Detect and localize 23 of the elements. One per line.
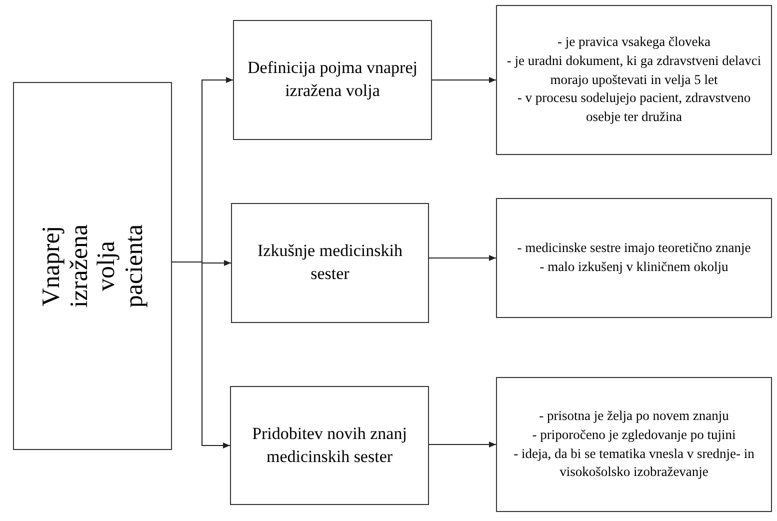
- bullet-text: - prisotna je želja po novem znanju: [538, 406, 730, 425]
- arrow: [432, 77, 496, 83]
- box-title: Izkušnje medicinskih sester: [256, 240, 404, 285]
- bullet-text: - je uradni dokument, ki ga zdravstveni delavci morajo upoštevati in velja 5 let: [506, 52, 762, 89]
- process-box: [496, 377, 772, 512]
- bullet-text: - je pravica vsakega človeka: [556, 32, 712, 51]
- bullet-text: - priporočeno je zgledovanje po tujini: [531, 426, 737, 444]
- process-box: [496, 198, 772, 318]
- bullet-text: - malo izkušenj v kliničnem okolju: [538, 258, 730, 276]
- box-title: Pridobitev novih znanj medicinskih sester: [251, 422, 408, 468]
- process-box: [496, 5, 772, 155]
- arrow: [172, 262, 230, 448]
- process-box: [231, 203, 429, 323]
- bullet-text: - v procesu sodelujejo pacient, zdravstveno osebje ter družina: [516, 89, 752, 126]
- box-title: Vnaprej izražena volja pacienta: [38, 223, 148, 310]
- arrow: [428, 442, 496, 448]
- box-title: Definicija pojma vnaprej izražena volja: [246, 57, 418, 102]
- process-box: [233, 20, 432, 140]
- bullet-text: - ideja, da bi se tematika vnesla v srednje- in visokošolsko izobraževanje: [512, 444, 756, 482]
- process-box: [13, 82, 172, 450]
- bullet-text: - medicinske sestre imajo teoretično znanje: [516, 239, 752, 258]
- process-box: [230, 386, 429, 505]
- arrow: [428, 255, 496, 261]
